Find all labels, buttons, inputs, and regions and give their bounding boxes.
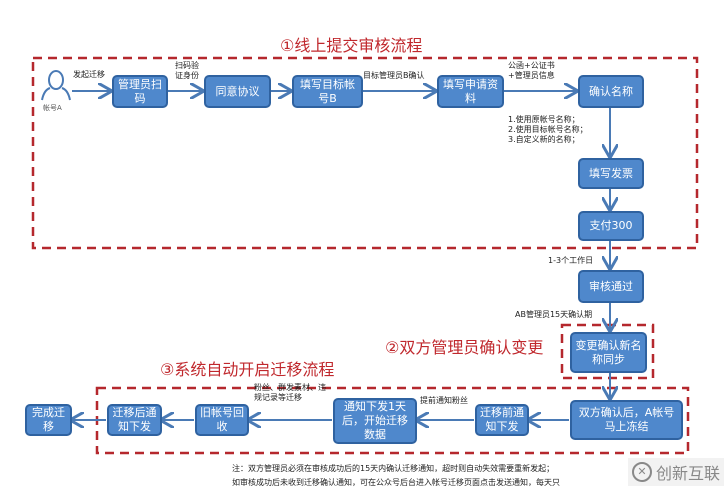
step-admin-scan: 管理员扫码 bbox=[112, 75, 168, 108]
note-line: 如审核成功后未收到迁移确认通知，可在公众号后台进入帐号迁移页面点击发送通知，每天… bbox=[232, 478, 560, 487]
step-done: 完成迁移 bbox=[25, 404, 72, 436]
name-option: 1.使用原帐号名称； bbox=[508, 115, 580, 124]
user-label: 帐号A bbox=[43, 104, 62, 112]
logo-icon: ✕ bbox=[632, 462, 652, 482]
section1-dashed-frame bbox=[31, 56, 699, 250]
step-approved: 审核通过 bbox=[578, 270, 644, 303]
step-recycle: 旧帐号回收 bbox=[195, 404, 249, 436]
name-option: 3.自定义新的名称； bbox=[508, 135, 580, 144]
edge-label: 提前通知粉丝 bbox=[420, 396, 468, 405]
step-confirm-name: 确认名称 bbox=[578, 75, 644, 108]
edge-label: 粉丝、群发素材、违规记录等迁移 bbox=[254, 383, 326, 402]
step-name-sync: 变更确认新名称同步 bbox=[570, 332, 647, 373]
section2-title: ②双方管理员确认变更 bbox=[385, 338, 544, 357]
step-post-notice: 迁移后通知下发 bbox=[107, 404, 162, 436]
note-line: 注：双方管理员必须在审核成功后的15天内确认迁移通知，超时则自动失效需要重新发起… bbox=[232, 464, 555, 473]
edge-label: 目标管理员B确认 bbox=[363, 71, 425, 80]
edge-label: 公函+公证书+管理员信息 bbox=[508, 61, 555, 80]
edge-label: 发起迁移 bbox=[73, 70, 105, 79]
edge-label: 扫码验证身份 bbox=[175, 61, 199, 80]
step-pay: 支付300 bbox=[578, 211, 644, 241]
section1-title: ①线上提交审核流程 bbox=[280, 36, 423, 55]
step-freeze: 双方确认后，A帐号马上冻结 bbox=[570, 400, 683, 440]
step-migrate-data: 通知下发1天后，开始迁移数据 bbox=[333, 398, 417, 444]
step-pre-notice: 迁移前通知下发 bbox=[475, 404, 529, 436]
step-invoice: 填写发票 bbox=[578, 158, 644, 189]
section3-title: ③系统自动开启迁移流程 bbox=[160, 360, 335, 379]
edge-label: AB管理员15天确认期 bbox=[515, 310, 593, 319]
name-option: 2.使用目标帐号名称； bbox=[508, 125, 588, 134]
step-target-account: 填写目标帐号B bbox=[292, 75, 363, 108]
step-application: 填写申请资料 bbox=[437, 75, 504, 108]
user-icon bbox=[41, 70, 71, 101]
watermark-logo: ✕ 创新互联 bbox=[628, 458, 725, 486]
watermark-text: 创新互联 bbox=[656, 464, 721, 483]
step-agree: 同意协议 bbox=[204, 75, 271, 108]
edge-label: 1-3个工作日 bbox=[548, 256, 594, 265]
